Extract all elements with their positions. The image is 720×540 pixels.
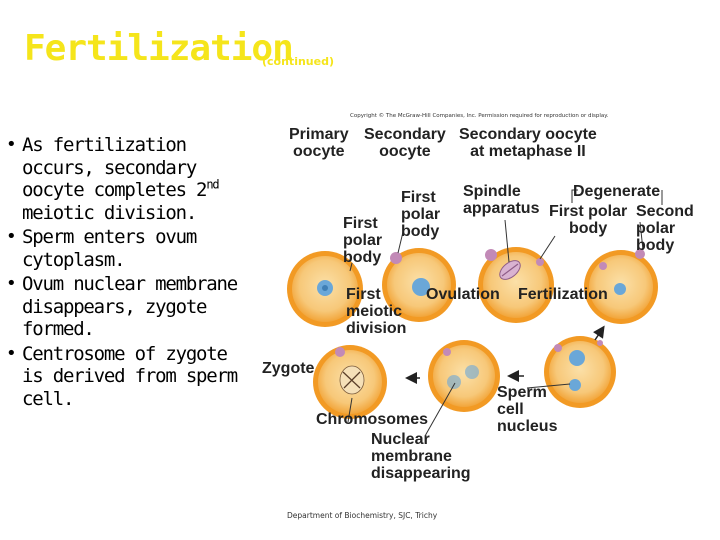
label-first-polar-body-top: First polar body [401, 189, 441, 240]
membrane-disappearing-cell [428, 340, 500, 412]
secondary-oocyte-cell [382, 248, 456, 322]
label-chromosomes: Chromosomes [316, 411, 429, 428]
label-secondary-oocyte-metaphase: Secondary oocyte at metaphase II [459, 126, 597, 160]
figure-copyright: Copyright © The McGraw-Hill Companies, I… [350, 113, 609, 119]
label-zygote: Zygote [262, 360, 315, 377]
slide-title: Fertilization [24, 28, 294, 69]
primary-oocyte-cell [287, 251, 363, 327]
bullet-text-end: meiotic division. [22, 201, 197, 224]
label-first-polar-body-left: First polar body [343, 215, 383, 266]
bullet-text: Ovum nuclear membrane disappears, zygote… [22, 273, 238, 340]
label-first-polar-body-right: First polar body [549, 203, 628, 237]
label-nuclear-membrane: Nuclear membrane disappearing [371, 431, 471, 482]
label-degenerate: Degenerate [573, 183, 661, 200]
bullet-item: Centrosome of zygote is derived from spe… [6, 343, 256, 411]
label-primary-oocyte: Primary oocyte [289, 126, 349, 160]
zygote-cell [313, 345, 387, 419]
bullet-sup: nd [206, 177, 219, 192]
sperm-nucleus-cell [544, 336, 616, 408]
label-sperm-cell-nucleus: Sperm cell nucleus [497, 384, 558, 435]
process-arrows [405, 325, 605, 384]
bullet-item: As fertilization occurs, secondary oocyt… [6, 134, 256, 224]
bullet-text: Sperm enters ovum cytoplasm. [22, 226, 197, 271]
bullet-list: As fertilization occurs, secondary oocyt… [6, 134, 256, 412]
label-first-meiotic-division: First meiotic division [346, 286, 407, 337]
bullet-text: As fertilization occurs, secondary oocyt… [22, 134, 208, 201]
label-secondary-oocyte: Secondary oocyte [364, 126, 446, 160]
bullet-item: Ovum nuclear membrane disappears, zygote… [6, 273, 256, 341]
label-ovulation: Ovulation [426, 286, 500, 303]
pointer-lines [347, 189, 663, 437]
slide-footer: Department of Biochemistry, SJC, Trichy [287, 511, 438, 520]
slide-subtitle: (continued) [262, 55, 334, 68]
fertilization-diagram [287, 189, 663, 437]
metaphase-oocyte-cell [478, 247, 554, 323]
bullet-item: Sperm enters ovum cytoplasm. [6, 226, 256, 271]
bullet-text: Centrosome of zygote is derived from spe… [22, 342, 238, 410]
label-second-polar-body: Second polar body [636, 203, 694, 254]
label-spindle-apparatus: Spindle apparatus [463, 183, 540, 217]
label-fertilization: Fertilization [518, 286, 608, 303]
fertilized-oocyte-cell [584, 249, 658, 324]
